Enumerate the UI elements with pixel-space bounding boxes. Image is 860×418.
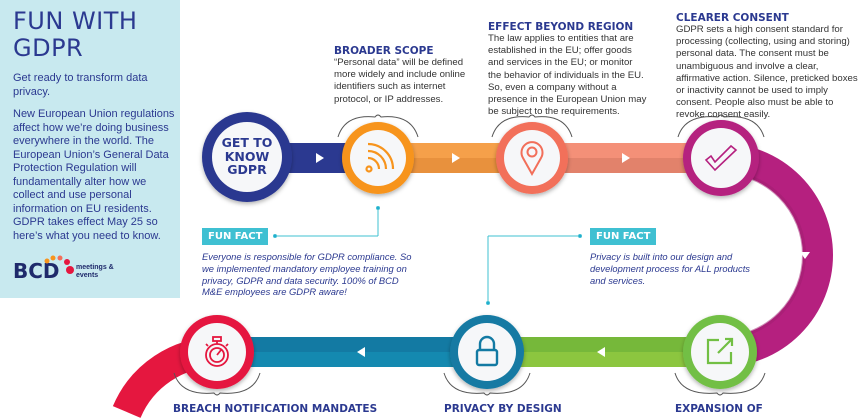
padlock-icon (475, 335, 499, 367)
intro-panel: FUN WITH GDPR Get ready to transform dat… (0, 0, 180, 298)
logo-tagline: meetings & events (76, 264, 114, 279)
arrow-down-icon (800, 252, 810, 259)
fun-fact-text: Privacy is built into our design and dev… (590, 251, 750, 286)
step-circle-clearer-consent (683, 120, 759, 196)
logo-dots-icon (44, 255, 74, 274)
external-expand-icon (706, 337, 734, 365)
wifi-signal-icon (365, 142, 395, 173)
track-orange-shade (378, 158, 532, 173)
track-blue-shade (217, 337, 487, 352)
fun-fact-connectors (273, 206, 582, 305)
checkmark-icon (704, 144, 738, 172)
bcd-logo: BCD meetings & events (13, 255, 133, 285)
step-circle-broader-scope (342, 122, 414, 194)
label-expansion: EXPANSION OF (675, 403, 763, 415)
stopwatch-icon (205, 336, 229, 367)
location-pin-icon (520, 141, 544, 177)
track-salmon-shade (532, 158, 722, 173)
section-title: CLEARER CONSENT (676, 12, 789, 24)
step-circle-breach (180, 315, 254, 389)
fun-fact-badge: FUN FACT (202, 228, 269, 245)
fun-fact-badge: FUN FACT (590, 228, 657, 245)
arrow-left-icon (597, 347, 605, 357)
label-privacy-by-design: PRIVACY BY DESIGN (444, 403, 562, 415)
section-clearer-consent: CLEARER CONSENT GDPR sets a high consent… (676, 12, 860, 122)
logo-text: BCD (13, 259, 60, 283)
arrow-left-icon (357, 347, 365, 357)
fun-fact-text: Everyone is responsible for GDPR complia… (202, 251, 412, 298)
section-body: The law applies to entities that are est… (488, 33, 647, 118)
intro-body: New European Union regulations affect ho… (13, 108, 175, 242)
start-circle (202, 112, 292, 202)
section-title: BROADER SCOPE (334, 45, 434, 57)
section-broader-scope: BROADER SCOPE “Personal data” will be de… (334, 45, 484, 106)
intro-subtitle: Get ready to transform data privacy. (13, 72, 148, 98)
brackets (173, 114, 766, 396)
section-title: EFFECT BEYOND REGION (488, 21, 634, 33)
track-magenta-arc (720, 143, 833, 367)
get-to-know-gdpr-label: GET TO KNOW GDPR (221, 135, 273, 177)
page-title: FUN WITH GDPR (13, 7, 138, 62)
arrow-right-icon (452, 153, 460, 163)
step-circle-effect-beyond (496, 122, 568, 194)
section-body: GDPR sets a high consent standard for pr… (676, 24, 858, 121)
section-body: “Personal data” will be defined more wid… (334, 57, 466, 105)
track-green-shade (487, 337, 720, 352)
arrow-right-icon (622, 153, 630, 163)
step-circle-privacy (450, 315, 524, 389)
section-effect-beyond-region: EFFECT BEYOND REGION The law applies to … (488, 21, 648, 118)
arrow-right-icon (316, 153, 324, 163)
label-breach-notification: BREACH NOTIFICATION MANDATES (173, 403, 378, 415)
